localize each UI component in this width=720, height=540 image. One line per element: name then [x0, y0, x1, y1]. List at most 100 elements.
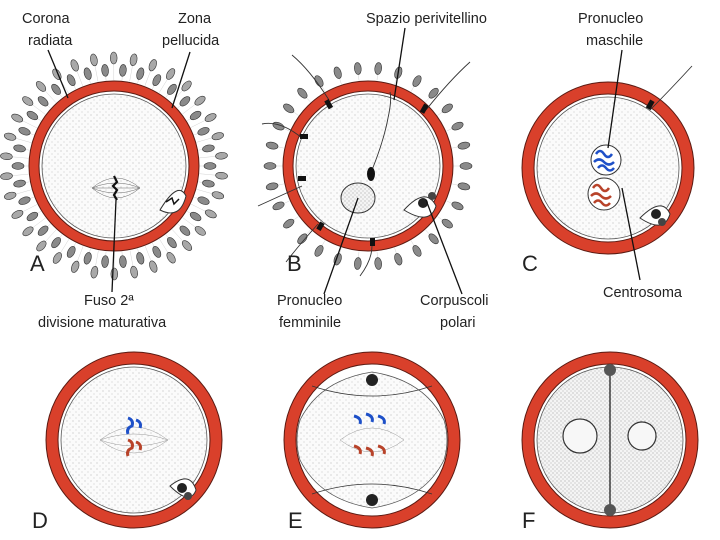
- follicle-cell: [119, 64, 127, 77]
- follicle-cell: [197, 127, 210, 136]
- follicle-cell: [167, 83, 177, 95]
- follicle-cell: [52, 252, 62, 264]
- panel-letter-b: B: [287, 251, 302, 276]
- follicle-cell: [71, 260, 80, 273]
- ovocyte-a: [41, 93, 187, 239]
- label-corona-2: radiata: [28, 33, 73, 49]
- zona-pellucida-b: [283, 81, 453, 251]
- follicle-cell: [167, 237, 177, 249]
- label-pronucleo-f-2: femminile: [279, 315, 341, 331]
- follicle-cell: [374, 257, 382, 270]
- label-centrosoma: Centrosoma: [603, 285, 683, 301]
- follicle-cell: [374, 62, 382, 75]
- label-corona-1: Corona: [22, 11, 70, 27]
- follicle-cell: [129, 53, 138, 67]
- corona-radiata-cells-b: [263, 62, 473, 270]
- label-fuso-2: divisione maturativa: [38, 315, 167, 331]
- follicle-cell: [451, 201, 464, 211]
- follicle-cell: [166, 251, 176, 264]
- zona-pellucida-c: [522, 82, 694, 254]
- follicle-cell: [152, 246, 162, 258]
- panel-letter-d: D: [32, 508, 48, 533]
- follicle-cell: [101, 255, 109, 268]
- zona-pellucida-f: [522, 352, 698, 528]
- zona-pellucida-e: [284, 352, 460, 528]
- follicle-cell: [204, 113, 217, 122]
- follicle-cell: [283, 103, 295, 114]
- follicle-cell: [265, 141, 279, 150]
- corona-radiata-cells: [0, 51, 228, 281]
- panel-a: A: [0, 49, 228, 293]
- label-zona-1: Zona: [178, 11, 212, 27]
- follicle-cell: [333, 66, 342, 79]
- follicle-cell: [211, 132, 224, 141]
- panel-f: F: [521, 351, 699, 533]
- follicle-cell: [441, 103, 453, 114]
- follicle-cell: [202, 144, 215, 153]
- follicle-cell: [189, 211, 202, 222]
- follicle-cell: [149, 260, 158, 273]
- follicle-cell: [181, 240, 193, 251]
- nucleus-left-f: [562, 418, 598, 454]
- follicle-cell: [66, 74, 76, 86]
- panel-letter-c: C: [522, 251, 538, 276]
- follicle-cell: [457, 141, 471, 150]
- follicle-cell: [11, 210, 24, 219]
- nucleus-right-f: [627, 421, 657, 451]
- follicle-cell: [26, 211, 39, 222]
- follicle-cell: [412, 75, 422, 87]
- follicle-cell: [179, 225, 191, 236]
- follicle-cell: [283, 218, 295, 229]
- follicle-cell: [3, 132, 17, 141]
- follicle-cell: [4, 191, 17, 200]
- follicle-cell: [194, 95, 206, 106]
- follicle-cell: [166, 68, 176, 80]
- follicle-cell: [0, 172, 13, 180]
- follicle-cell: [109, 51, 118, 65]
- panel-e: E: [283, 351, 461, 533]
- follicle-cell: [203, 162, 217, 170]
- follicle-cell: [119, 255, 127, 268]
- follicle-cell: [152, 74, 162, 86]
- follicle-cell: [18, 127, 31, 136]
- follicle-cell: [13, 144, 26, 153]
- follicle-cell: [204, 209, 217, 219]
- sperm-icon: [371, 91, 392, 171]
- follicle-cell: [297, 233, 308, 245]
- ovocyte-b: [295, 93, 441, 239]
- label-pronucleo-m-1: Pronucleo: [578, 11, 643, 27]
- follicle-cell: [13, 179, 26, 188]
- follicle-cell: [451, 121, 464, 131]
- follicle-cell: [37, 96, 49, 107]
- follicle-cell: [90, 53, 98, 67]
- follicle-cell: [52, 68, 62, 81]
- follicle-cell: [189, 110, 202, 121]
- follicle-cell: [136, 252, 145, 265]
- follicle-cell: [265, 182, 279, 191]
- follicle-cell: [441, 218, 453, 229]
- sperm-tails: [257, 54, 471, 277]
- follicle-cell: [211, 191, 225, 200]
- follicle-cell: [428, 233, 439, 245]
- label-spazio: Spazio perivitellino: [366, 11, 487, 27]
- follicle-cell: [66, 246, 76, 258]
- follicle-cell: [130, 265, 138, 279]
- follicle-cell: [11, 162, 25, 170]
- follicle-cell: [354, 257, 362, 270]
- follicle-cell: [215, 171, 228, 180]
- follicle-cell: [263, 162, 277, 170]
- follicle-cell: [101, 64, 109, 77]
- follicle-cell: [215, 152, 228, 160]
- follicle-cell: [197, 196, 210, 205]
- follicle-cell: [51, 237, 61, 249]
- label-fuso-1: Fuso 2ª: [84, 293, 134, 309]
- follicle-cell: [22, 96, 34, 106]
- follicle-cell: [412, 245, 422, 257]
- follicle-cell: [83, 67, 92, 80]
- ovocyte-e: [296, 371, 448, 509]
- labels: Corona radiata Zona pellucida Spazio per…: [22, 11, 683, 331]
- zona-pellucida-d: [46, 352, 222, 528]
- follicle-cell: [314, 245, 324, 257]
- panel-b: B: [257, 27, 473, 295]
